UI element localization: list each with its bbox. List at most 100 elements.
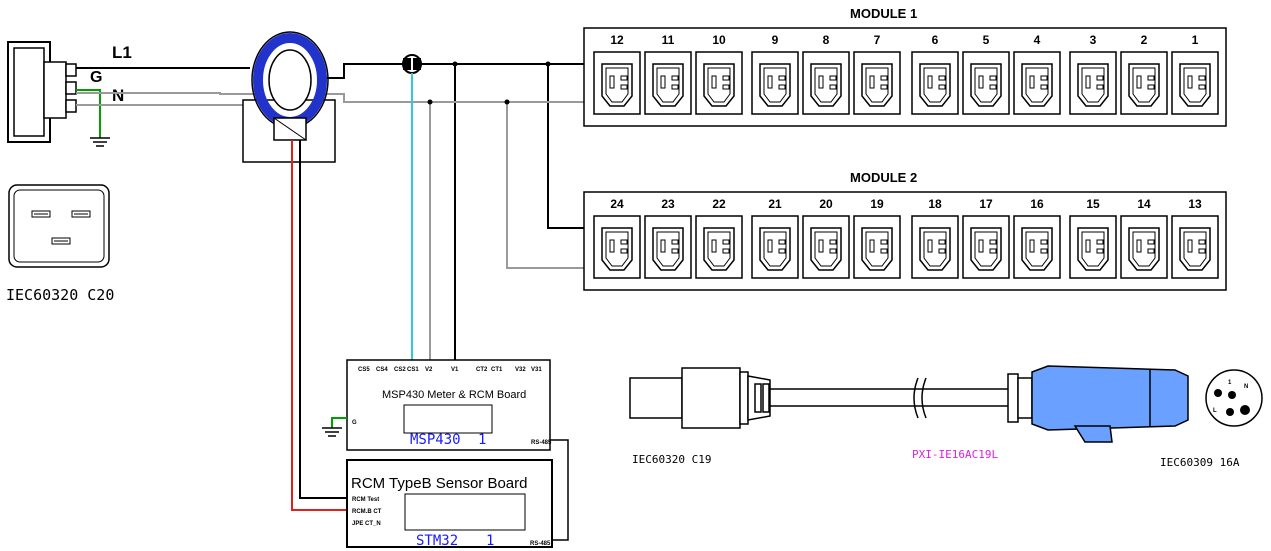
meter-board-port: RS-485 bbox=[531, 440, 552, 446]
cable-part-number: PXI-IE16AC19L bbox=[912, 448, 998, 461]
outlet bbox=[911, 215, 959, 279]
l1-label: L1 bbox=[112, 43, 132, 62]
sensor-board-chip-number: 1 bbox=[486, 533, 494, 549]
outlet bbox=[1120, 215, 1168, 279]
l1-wire bbox=[76, 63, 584, 360]
clamp-sensor bbox=[402, 54, 422, 360]
outlet-number: 3 bbox=[1090, 33, 1097, 47]
outlet-number: 11 bbox=[662, 33, 675, 47]
current-transformer bbox=[242, 31, 336, 163]
outlet bbox=[1013, 215, 1061, 279]
outlet-number: 4 bbox=[1034, 33, 1041, 47]
outlet-number: 13 bbox=[1188, 197, 1202, 211]
iec60309-caption: IEC60309 16A bbox=[1160, 456, 1240, 469]
plug-mark-l: L bbox=[1213, 408, 1217, 414]
outlet-number: 7 bbox=[874, 33, 881, 47]
outlet bbox=[853, 51, 901, 115]
g-label: G bbox=[90, 69, 102, 86]
sensor-board-port: RS-485 bbox=[530, 541, 551, 547]
outlet-number: 14 bbox=[1137, 197, 1151, 211]
sensor-board-chip: STM32 bbox=[416, 533, 458, 549]
outlet-number: 9 bbox=[772, 33, 779, 47]
outlet bbox=[644, 51, 692, 115]
outlet-number: 24 bbox=[610, 197, 624, 211]
meter-earth-wire bbox=[322, 417, 347, 437]
outlet-number: 20 bbox=[819, 197, 833, 211]
inlet-earth-wire bbox=[76, 89, 110, 147]
meter-pin-label: CT2 bbox=[476, 367, 488, 373]
sensor-pin-rcm-test: RCM Test bbox=[352, 497, 379, 503]
plug-mark-n: N bbox=[1244, 384, 1248, 390]
meter-pin-label: CS1 bbox=[407, 367, 419, 373]
outlet bbox=[802, 51, 850, 115]
l1-junction-module2 bbox=[545, 61, 551, 67]
n-junction-module2 bbox=[504, 99, 510, 105]
meter-board-title: MSP430 Meter & RCM Board bbox=[382, 389, 526, 401]
outlet-number: 8 bbox=[823, 33, 830, 47]
outlet-number: 17 bbox=[979, 197, 993, 211]
outlet-number: 23 bbox=[661, 197, 675, 211]
outlet-number: 10 bbox=[712, 33, 726, 47]
outlet-number: 16 bbox=[1030, 197, 1044, 211]
outlet-number: 1 bbox=[1192, 33, 1199, 47]
outlet-number: 2 bbox=[1141, 33, 1148, 47]
outlet bbox=[1171, 215, 1219, 279]
outlet-number: 21 bbox=[768, 197, 782, 211]
outlet bbox=[1069, 51, 1117, 115]
iec60309-face bbox=[1205, 369, 1263, 427]
sensor-board-title: RCM TypeB Sensor Board bbox=[351, 475, 527, 492]
ct-sense-wires bbox=[291, 140, 350, 511]
module-title: MODULE 2 bbox=[850, 170, 917, 185]
neutral-wire bbox=[76, 92, 584, 360]
outlet bbox=[644, 215, 692, 279]
meter-pin-label: V2 bbox=[425, 367, 433, 373]
outlet-number: 5 bbox=[983, 33, 990, 47]
outlet bbox=[751, 51, 799, 115]
meter-pin-label: V31 bbox=[531, 367, 542, 373]
meter-board-g-pin: G bbox=[352, 420, 357, 426]
rs485-link bbox=[550, 439, 569, 541]
c19-connector bbox=[629, 367, 771, 429]
n-label: N bbox=[112, 86, 124, 105]
outlet bbox=[1171, 51, 1219, 115]
meter-pin-label: CS4 bbox=[376, 367, 388, 373]
msp430-meter-board bbox=[346, 359, 551, 451]
outlet bbox=[1120, 51, 1168, 115]
outlet bbox=[962, 215, 1010, 279]
outlet-number: 15 bbox=[1086, 197, 1100, 211]
n-junction-v2 bbox=[427, 99, 433, 105]
sensor-pin-rcmb-ct: RCM.B CT bbox=[352, 509, 382, 515]
outlet bbox=[1069, 215, 1117, 279]
outlet bbox=[853, 215, 901, 279]
meter-pin-label: V32 bbox=[515, 367, 526, 373]
outlet-number: 12 bbox=[610, 33, 624, 47]
outlet-number: 6 bbox=[932, 33, 939, 47]
outlet bbox=[593, 51, 641, 115]
c19-caption: IEC60320 C19 bbox=[632, 453, 711, 466]
outlet bbox=[1013, 51, 1061, 115]
rcm-sensor-board bbox=[346, 459, 553, 548]
outlet bbox=[593, 215, 641, 279]
iec60309-plug bbox=[1007, 365, 1189, 443]
outlet bbox=[962, 51, 1010, 115]
outlet-number: 18 bbox=[928, 197, 942, 211]
c20-caption: IEC60320 C20 bbox=[6, 286, 114, 304]
module-2: MODULE 2 24 23 22 21 20 19 18 17 16 15 14 13 bbox=[583, 170, 1227, 291]
meter-pin-label: CT1 bbox=[491, 367, 503, 373]
meter-board-chip-number: 1 bbox=[478, 432, 486, 448]
outlet bbox=[695, 51, 743, 115]
meter-pin-label: CS5 bbox=[358, 367, 370, 373]
outlet-number: 19 bbox=[870, 197, 884, 211]
c20-symbol bbox=[8, 184, 110, 268]
meter-board-chip: MSP430 bbox=[410, 432, 461, 448]
cable-body bbox=[770, 377, 1010, 419]
outlet-number: 22 bbox=[712, 197, 726, 211]
outlet bbox=[802, 215, 850, 279]
meter-pin-label: CS2 bbox=[394, 367, 406, 373]
sensor-pin-jpe-ct-n: JPE CT_N bbox=[352, 521, 381, 527]
power-inlet bbox=[7, 41, 77, 143]
